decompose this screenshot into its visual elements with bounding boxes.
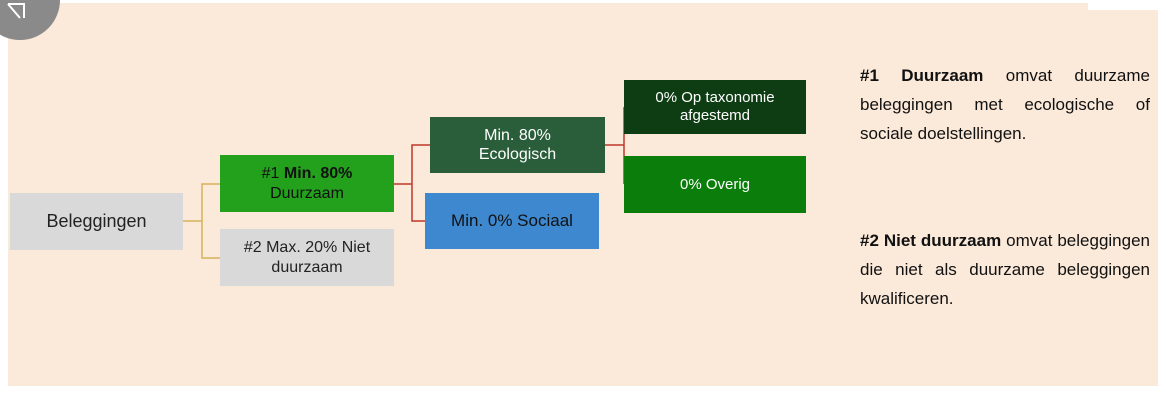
connector-duurzaam	[394, 144, 430, 222]
legend-item-1: #1 Duurzaam omvat duurzame beleggingen m…	[860, 62, 1150, 149]
node-niet-duurzaam: #2 Max. 20% Niet duurzaam	[220, 229, 394, 286]
node-sociaal: Min. 0% Sociaal	[425, 193, 599, 249]
node-taxonomie-line2: afgestemd	[679, 107, 751, 124]
node-taxonomie-line1: 0% Op taxonomie	[655, 89, 775, 106]
node-niet-duurzaam-line2: duurzaam	[271, 258, 343, 276]
node-overig-label: 0% Overig	[679, 175, 751, 193]
node-duurzaam-line1: #1 Min. 80%	[262, 164, 353, 183]
node-sociaal-label: Min. 0% Sociaal	[451, 210, 573, 230]
node-taxonomie: 0% Op taxonomie afgestemd	[624, 80, 806, 134]
node-duurzaam-label: Duurzaam	[270, 184, 344, 202]
connector-root	[183, 183, 220, 259]
panel-notch	[1088, 0, 1166, 10]
node-ecologisch: Min. 80% Ecologisch	[430, 117, 605, 173]
node-beleggingen-label: Beleggingen	[46, 210, 147, 231]
node-ecologisch-line1: Min. 80%	[484, 126, 551, 144]
node-beleggingen: Beleggingen	[10, 193, 183, 250]
legend-item-1-title: #1 Duurzaam	[860, 66, 984, 85]
node-duurzaam-bold: Min. 80%	[283, 165, 353, 183]
legend-item-1-text: omvat duurzame beleggingen met ecologisc…	[860, 66, 1150, 143]
connector-ecologisch	[605, 107, 625, 184]
node-overig: 0% Overig	[624, 156, 806, 213]
legend-item-2: #2 Niet duurzaam omvat beleggingen die n…	[860, 227, 1150, 314]
node-ecologisch-line2: Ecologisch	[478, 146, 557, 163]
node-niet-duurzaam-line1: #2 Max. 20% Niet	[243, 239, 371, 257]
node-duurzaam: #1 Min. 80% Duurzaam	[220, 155, 394, 212]
legend-item-2-text: omvat beleggingen die niet als duurzame …	[860, 231, 1150, 308]
node-duurzaam-prefix: #1	[261, 165, 280, 183]
legend-item-2-title: #2 Niet duurzaam	[860, 231, 1002, 250]
